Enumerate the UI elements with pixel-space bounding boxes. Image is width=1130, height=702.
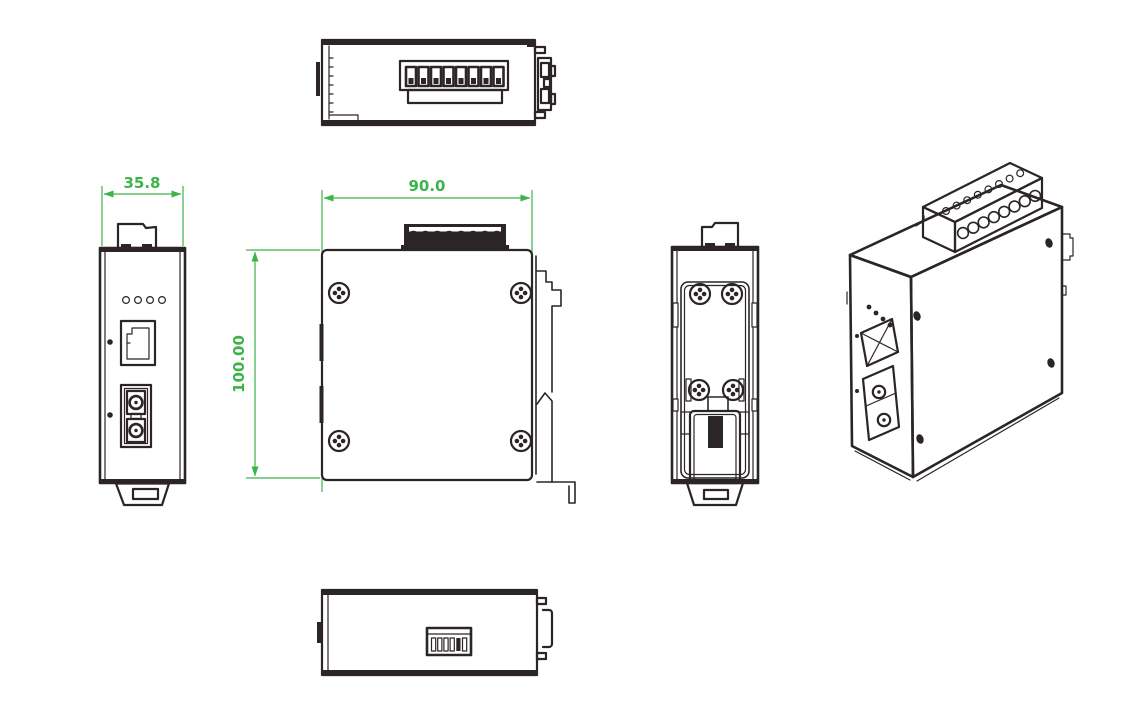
din-clip-profile-bottom: [535, 596, 554, 661]
top-serration-ticks: [328, 57, 334, 113]
iso-screws: [913, 238, 1055, 444]
terminal-block-top: [398, 59, 510, 105]
terminal-block-front: [401, 224, 509, 250]
corner-screw: [327, 281, 351, 305]
terminal-bump-side: [116, 222, 158, 250]
rj45-port: [119, 319, 157, 367]
vent-slots: [319, 324, 324, 423]
led-indicator: [134, 296, 143, 305]
iso-din-tab: [1061, 233, 1074, 296]
panel-screw: [720, 282, 744, 306]
top-view: [316, 38, 557, 127]
terminal-bump-rear: [700, 221, 740, 249]
iso-front-face: [848, 253, 915, 479]
status-led: [107, 412, 113, 418]
dip-switch: [461, 637, 468, 652]
iso-rj45-port: [859, 317, 900, 368]
iso-sc-fiber-port: [861, 364, 901, 442]
rear-panel: [680, 281, 750, 479]
led-indicator: [158, 296, 167, 305]
dimension-side-width: 35.8: [101, 174, 184, 246]
led-indicator: [146, 296, 155, 305]
dim-label-side-width: 35.8: [123, 174, 160, 192]
rear-view: [670, 221, 760, 507]
sc-fiber-port: [119, 383, 153, 449]
dip-switch: [449, 637, 455, 652]
iso-right-face: [909, 205, 1064, 479]
dimension-front-width: 90.0: [321, 177, 533, 263]
dip-switch: [437, 637, 443, 652]
left-side-view: 35.8: [98, 174, 187, 507]
dip-switch: [430, 637, 437, 652]
din-rail-clip-profile: [535, 255, 576, 504]
status-led: [107, 339, 113, 345]
din-rail-clip-rear: [680, 409, 750, 507]
isometric-view: [846, 161, 1074, 482]
led-row: [121, 296, 167, 305]
dim-label-front-width: 90.0: [408, 177, 445, 195]
sc-connector-profile-top: [533, 45, 557, 120]
dip-switch-on: [456, 638, 461, 651]
din-clip-foot: [114, 482, 171, 507]
dimension-front-height: 100.00: [230, 249, 323, 492]
dip-switch-block: [425, 626, 473, 657]
front-view: 90.0 100.00: [230, 177, 576, 504]
clip-spring: [708, 416, 723, 448]
panel-screw: [687, 378, 711, 402]
rear-edge-notches: [672, 302, 758, 412]
bottom-view: [317, 588, 554, 677]
dim-label-front-height: 100.00: [230, 335, 248, 393]
dip-switch: [443, 637, 449, 652]
corner-screw: [327, 429, 351, 453]
iso-terminal-block: [915, 161, 1044, 254]
led-indicator: [121, 296, 130, 305]
corner-screw: [509, 429, 533, 453]
corner-screw: [509, 281, 533, 305]
panel-screw: [688, 282, 712, 306]
